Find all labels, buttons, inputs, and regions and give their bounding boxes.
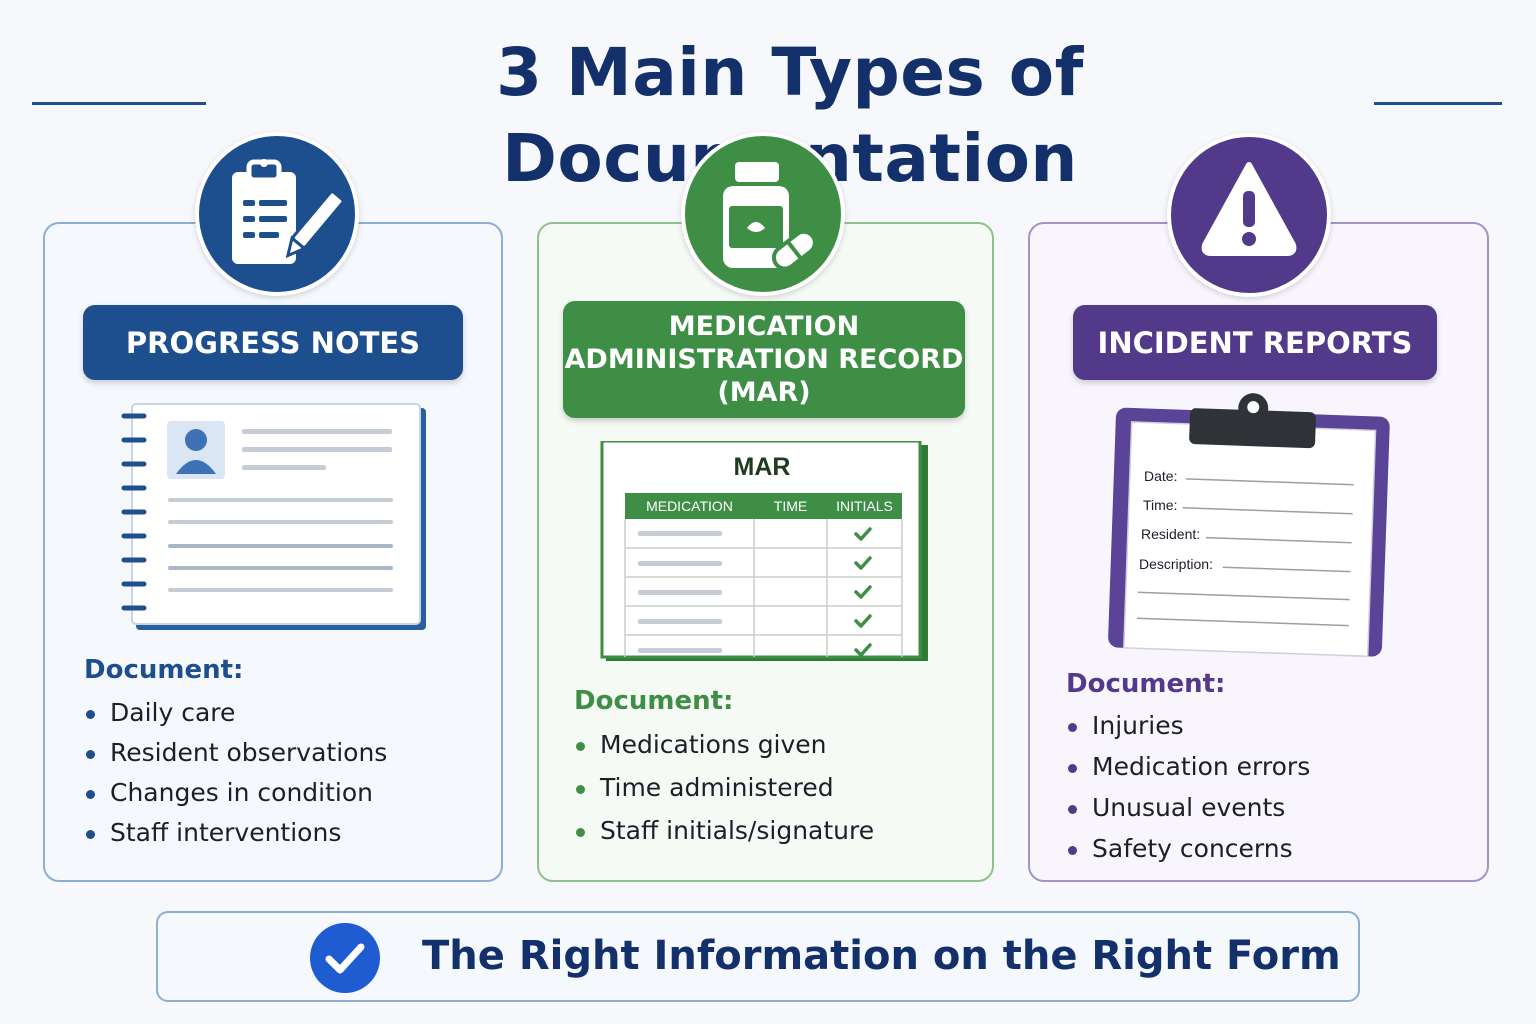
mar-banner: MEDICATION ADMINISTRATION RECORD (MAR) (563, 301, 965, 418)
incident-reports-banner: INCIDENT REPORTS (1073, 305, 1437, 380)
mar-table-illustration: MAR MEDICATION TIME INITIALS (600, 441, 928, 661)
incident-reports-heading: Document: (1066, 669, 1226, 699)
list-item: Medication errors (1066, 750, 1310, 791)
footer-banner: The Right Information on the Right Form (156, 911, 1360, 1002)
medicine-bottle-icon (681, 132, 845, 296)
mar-heading: Document: (574, 686, 734, 716)
progress-notes-list: Daily care Resident observations Changes… (84, 696, 387, 856)
list-item: Time administered (574, 771, 874, 814)
list-item: Injuries (1066, 709, 1310, 750)
mar-banner-line: (MAR) (717, 377, 811, 408)
form-field-description: Description: (1139, 556, 1213, 572)
form-field-resident: Resident: (1141, 526, 1201, 542)
title-row: 3 Main Types of Documentation (0, 30, 1536, 197)
list-item: Resident observations (84, 736, 387, 776)
checkmark-icon (310, 923, 380, 993)
title-divider-right (1374, 102, 1502, 105)
list-item: Medications given (574, 728, 874, 771)
incident-reports-list: Injuries Medication errors Unusual event… (1066, 709, 1310, 873)
list-item: Unusual events (1066, 791, 1310, 832)
mar-banner-line: ADMINISTRATION RECORD (564, 344, 964, 375)
list-item: Changes in condition (84, 776, 387, 816)
incident-form-illustration: Date: Time: Resident: Description: (1098, 390, 1394, 658)
mar-banner-line: MEDICATION (668, 311, 860, 342)
form-field-time: Time: (1143, 497, 1178, 513)
clipboard-pencil-icon (195, 132, 359, 296)
mar-list: Medications given Time administered Staf… (574, 728, 874, 857)
progress-notes-banner: PROGRESS NOTES (83, 305, 463, 380)
list-item: Daily care (84, 696, 387, 736)
progress-notes-heading: Document: (84, 655, 244, 685)
notebook-illustration (121, 403, 426, 630)
list-item: Safety concerns (1066, 832, 1310, 873)
mar-table-title: MAR (733, 453, 791, 481)
mar-column-medication: MEDICATION (646, 498, 733, 514)
footer-text: The Right Information on the Right Form (422, 933, 1341, 979)
list-item: Staff interventions (84, 816, 387, 856)
mar-column-initials: INITIALS (836, 498, 893, 514)
mar-column-time: TIME (773, 498, 808, 514)
title-divider-left (32, 102, 206, 105)
list-item: Staff initials/signature (574, 814, 874, 857)
warning-icon (1167, 133, 1331, 297)
form-field-date: Date: (1144, 468, 1178, 484)
